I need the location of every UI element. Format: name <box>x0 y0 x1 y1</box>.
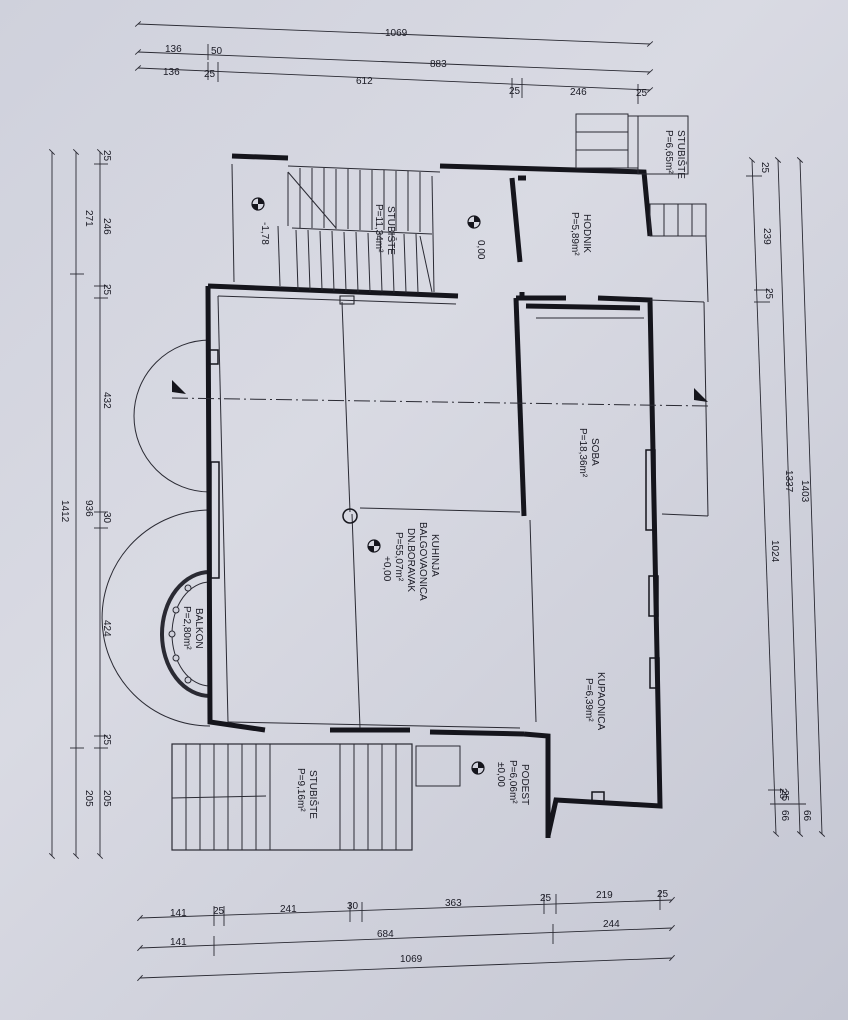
bay-arc-upper <box>133 339 211 493</box>
section-line <box>171 380 709 407</box>
podest-area: P=6,06m² <box>507 760 518 804</box>
dim-bot-overall: 1069 <box>400 954 423 965</box>
dim-top-r2-c: 883 <box>430 59 447 70</box>
dim-right-c2-b: 25 <box>779 790 790 802</box>
balcony: BALKON P=2,80m² <box>160 570 211 698</box>
dim-left-c3-c: 25 <box>101 284 112 296</box>
dim-bot-r1-c: 241 <box>280 904 297 915</box>
stubiste-top-left-area: P=11,34m² <box>373 204 384 253</box>
stubiste-bottom-label: STUBIŠTE <box>307 770 320 819</box>
room-podest: PODEST P=6,06m² ±0,00 <box>471 760 530 805</box>
dim-left-c3-h: 205 <box>101 790 112 807</box>
stair-bottom-treads <box>185 744 397 850</box>
dim-top-r3-b: 25 <box>204 69 216 80</box>
right-dimension-lines: 1403 66 1337 25 66 25 239 25 1024 25 <box>746 157 826 837</box>
dim-right-c2-a: 1337 <box>783 470 794 493</box>
dim-right-c3-d: 1024 <box>769 540 780 563</box>
dim-left-c3-d: 432 <box>101 392 112 409</box>
stair-top-right: STUBIŠTE P=6,65m² <box>575 113 709 303</box>
dim-bot-r1-g: 219 <box>596 890 613 901</box>
room-hodnik: HODNIK P=5,89m² <box>569 212 592 256</box>
stair-top-left: STUBIŠTE P=11,34m² <box>231 163 441 294</box>
soba-label: SOBA <box>589 438 600 466</box>
room-soba: SOBA P=18,36m² <box>577 428 600 478</box>
dim-right-c3-e: 25 <box>777 788 788 800</box>
kuhinja-line1: KUHINJA <box>429 534 440 577</box>
bottom-dimension-lines: 141 25 241 30 363 25 219 25 141 684 244 … <box>137 889 675 982</box>
dim-top-r3-f: 25 <box>636 88 648 99</box>
dim-left-c2-b: 936 <box>83 500 94 517</box>
podest-level: ±0,00 <box>495 762 506 787</box>
dim-right-c2-c: 66 <box>779 810 790 822</box>
window-blocks <box>207 295 660 803</box>
dim-right-c3-b: 239 <box>761 228 772 245</box>
dim-right-overall: 1403 <box>799 480 810 503</box>
stubiste-top-left-label: STUBIŠTE <box>385 206 398 255</box>
kuhinja-line2: BALGOVAONICA <box>417 522 428 601</box>
walls <box>205 153 663 838</box>
room-kuhinja: KUHINJA BALGOVAONICA DN.BORAVAK P=55,07m… <box>367 522 440 601</box>
dim-bot-r1-h: 25 <box>657 889 669 900</box>
stubiste-top-right-area: P=6,65m² <box>663 130 674 174</box>
level-stair-text: -1,78 <box>259 222 270 245</box>
dim-right-c3-c: 25 <box>763 288 774 300</box>
dim-right-c1-b: 66 <box>801 810 812 822</box>
dim-top-r3-d: 25 <box>509 86 521 97</box>
soba-area: P=18,36m² <box>577 428 588 478</box>
kupaonica-label: KUPAONICA <box>595 672 606 730</box>
dim-top-r3-c: 612 <box>356 76 373 87</box>
dim-left-c3-b: 246 <box>101 218 112 235</box>
hodnik-label: HODNIK <box>581 214 592 253</box>
top-dimension-lines: 1069 136 50 883 136 25 612 25 246 25 <box>134 21 654 104</box>
dim-top-r2-a: 136 <box>165 44 182 55</box>
dim-left-c2-a: 271 <box>83 210 94 227</box>
kuhinja-level: +0,00 <box>381 556 392 582</box>
dim-bot-r1-d: 30 <box>347 901 359 912</box>
kuhinja-line3: DN.BORAVAK <box>405 528 416 592</box>
dim-top-r2-b: 50 <box>211 46 223 57</box>
kuhinja-area: P=55,07m² <box>393 532 404 582</box>
dim-bot-r2-b: 684 <box>377 929 394 940</box>
dim-top-r3-e: 246 <box>570 87 587 98</box>
dim-left-c3-f: 424 <box>101 620 112 637</box>
dim-bot-r1-b: 25 <box>213 906 225 917</box>
dim-top-overall: 1069 <box>385 28 408 39</box>
dim-left-c3-g: 25 <box>101 734 112 746</box>
dim-bot-r1-e: 363 <box>445 898 462 909</box>
dim-bot-r2-c: 244 <box>603 919 620 930</box>
bay-arc-lower <box>101 509 211 727</box>
stair-bottom: STUBIŠTE P=9,16m² <box>171 743 461 851</box>
balkon-label: BALKON <box>193 608 204 649</box>
hodnik-area: P=5,89m² <box>569 212 580 256</box>
stair-treads-lower <box>295 229 419 294</box>
dim-left-c3-e: 30 <box>101 512 112 524</box>
stubiste-bottom-area: P=9,16m² <box>295 768 306 812</box>
dim-bot-r1-a: 141 <box>170 908 187 919</box>
stubiste-top-right-label: STUBIŠTE <box>675 130 688 179</box>
dim-top-r3-a: 136 <box>163 67 180 78</box>
dim-left-c2-c: 205 <box>83 790 94 807</box>
dim-left-overall: 1412 <box>59 500 70 523</box>
balkon-area: P=2,80m² <box>181 606 192 650</box>
dim-bot-r2-a: 141 <box>170 937 187 948</box>
level-marker-hall: 0,00 <box>467 215 486 260</box>
stair-treads-upper <box>299 168 421 232</box>
room-kupaonica: KUPAONICA P=6,39m² <box>583 672 606 730</box>
dim-right-c3-a: 25 <box>759 162 770 174</box>
level-marker-stair: -1,78 <box>251 197 270 245</box>
level-hall-text: 0,00 <box>475 240 486 260</box>
podest-label: PODEST <box>519 764 530 805</box>
left-dimension-lines: 1412 271 936 205 25 246 25 432 30 424 25… <box>48 148 112 860</box>
dim-left-c3-a: 25 <box>101 150 112 162</box>
living-area-lines <box>217 295 709 729</box>
dim-bot-r1-f: 25 <box>540 893 552 904</box>
kupaonica-area: P=6,39m² <box>583 678 594 722</box>
